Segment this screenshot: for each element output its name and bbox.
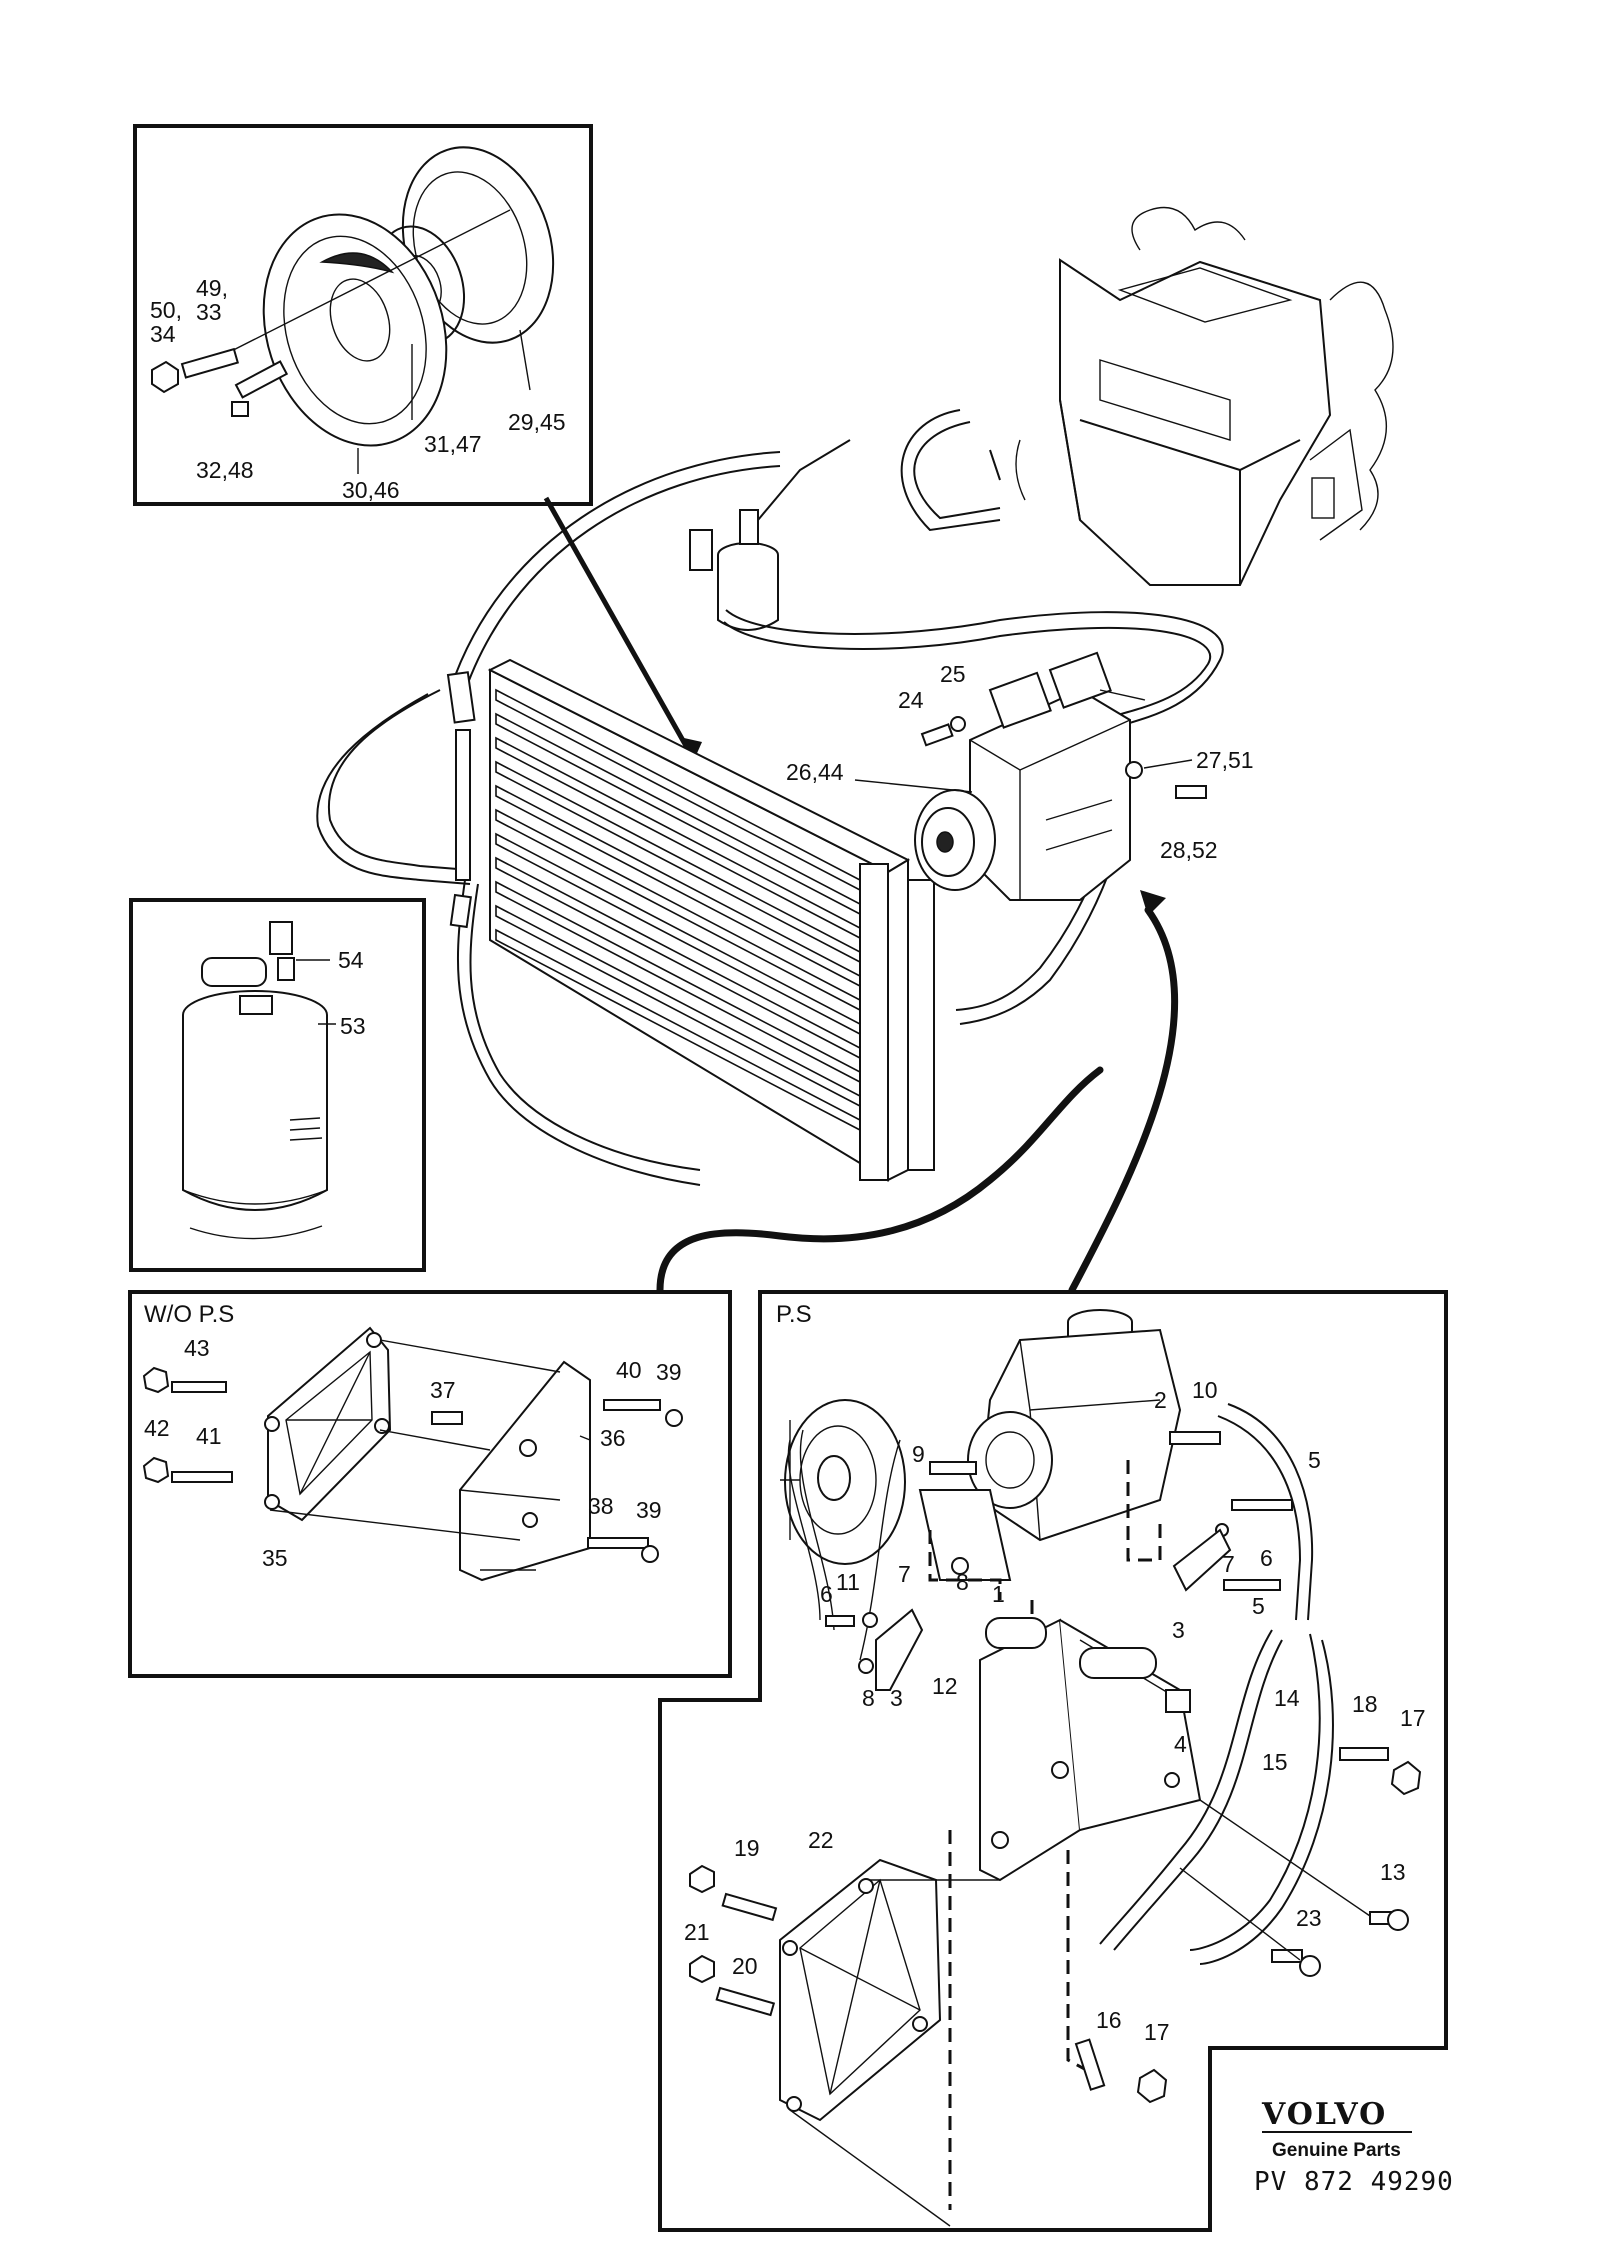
genuine-parts-label: Genuine Parts (1272, 2140, 1401, 2161)
evaporator-unit (1015, 206, 1394, 586)
label-36: 36 (600, 1425, 626, 1451)
label-15: 15 (1262, 1749, 1288, 1775)
label-54: 54 (338, 947, 364, 973)
label-18: 18 (1352, 1691, 1378, 1717)
label-42: 42 (144, 1415, 170, 1441)
label-38: 38 (588, 1493, 614, 1519)
label-16: 16 (1096, 2007, 1122, 2033)
label-14: 14 (1274, 1685, 1300, 1711)
arrow-to-compressor (1068, 906, 1179, 1294)
wo-ps-box (128, 1290, 732, 1678)
label-25: 25 (940, 661, 966, 687)
pointer-line (543, 496, 697, 762)
receiver-drier (689, 439, 851, 631)
label-39a: 39 (656, 1359, 682, 1385)
pointer-arrowhead (684, 738, 702, 760)
label-7b: 7 (1222, 1551, 1235, 1577)
label-11: 11 (836, 1569, 860, 1595)
arrow-to-compressor-head (1140, 890, 1166, 916)
label-6a: 6 (820, 1581, 833, 1607)
label-23: 23 (1296, 1905, 1322, 1931)
label-3b: 3 (890, 1685, 903, 1711)
label-27-51: 27,51 (1196, 747, 1254, 773)
wo-ps-title: W/O P.S (144, 1301, 234, 1328)
label-41: 41 (196, 1423, 222, 1449)
label-5b: 5 (1252, 1593, 1265, 1619)
label-26-44: 26,44 (786, 759, 844, 785)
compressor (854, 651, 1207, 901)
label-37: 37 (430, 1377, 456, 1403)
label-35: 35 (262, 1545, 288, 1571)
label-8a: 8 (956, 1569, 969, 1595)
volvo-logo: VOLVO (1261, 2097, 1387, 2132)
label-20: 20 (732, 1953, 758, 1979)
pulley-detail-box (133, 124, 593, 506)
label-13: 13 (1380, 1859, 1406, 1885)
label-8b: 8 (862, 1685, 875, 1711)
label-39b: 39 (636, 1497, 662, 1523)
label-50-34: 50,34 (150, 297, 182, 347)
label-43: 43 (184, 1335, 210, 1361)
label-32-48: 32,48 (196, 457, 254, 483)
label-22: 22 (808, 1827, 834, 1853)
label-24: 24 (898, 687, 924, 713)
label-31-47: 31,47 (424, 431, 482, 457)
part-number: PV 872 49290 (1254, 2167, 1454, 2197)
label-30-46: 30,46 (342, 477, 400, 503)
label-49-33: 49,33 (196, 275, 228, 325)
label-9: 9 (912, 1441, 925, 1467)
label-29-45: 29,45 (508, 409, 566, 435)
label-21: 21 (684, 1919, 710, 1945)
label-53: 53 (340, 1013, 366, 1039)
label-6b: 6 (1260, 1545, 1273, 1571)
label-10: 10 (1192, 1377, 1218, 1403)
label-40: 40 (616, 1357, 642, 1383)
ps-box (658, 1290, 1448, 2232)
label-17a: 17 (1400, 1705, 1426, 1731)
label-12: 12 (932, 1673, 958, 1699)
label-4: 4 (1174, 1731, 1187, 1757)
label-7a: 7 (898, 1561, 911, 1587)
label-2: 2 (1154, 1387, 1167, 1413)
ps-title: P.S (776, 1301, 812, 1328)
label-19: 19 (734, 1835, 760, 1861)
label-17b: 17 (1144, 2019, 1170, 2045)
connector-line (656, 1066, 1104, 1294)
label-3a: 3 (1172, 1617, 1185, 1643)
label-28-52: 28,52 (1160, 837, 1218, 863)
label-5a: 5 (1308, 1447, 1321, 1473)
filter-detail-box (129, 898, 426, 1272)
condenser (446, 658, 935, 1182)
label-1: 1 (992, 1581, 1005, 1607)
